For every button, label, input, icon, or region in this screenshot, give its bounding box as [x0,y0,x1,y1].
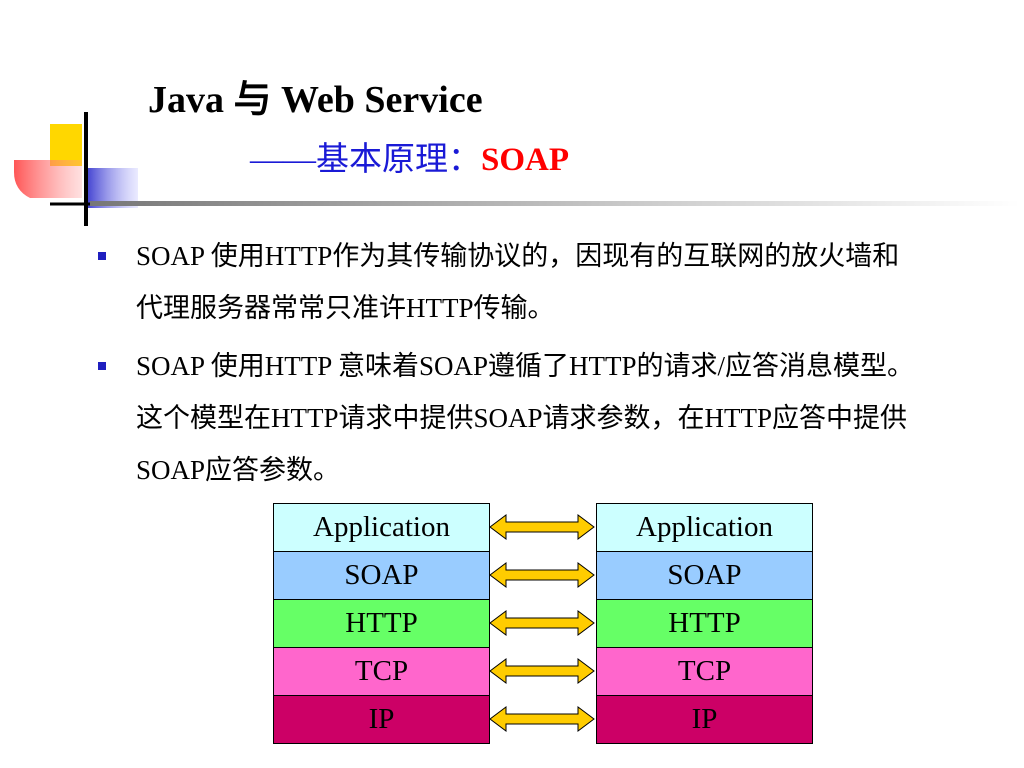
bullet-item: SOAP 使用HTTP作为其传输协议的，因现有的互联网的放火墙和代理服务器常常只… [96,230,926,334]
bullet-list: SOAP 使用HTTP作为其传输协议的，因现有的互联网的放火墙和代理服务器常常只… [96,230,926,502]
bullet-text: SOAP 使用HTTP作为其传输协议的，因现有的互联网的放火墙和代理服务器常常只… [136,241,900,323]
slide-title: Java 与 Web Service [148,79,483,121]
left-protocol-stack: Application SOAP HTTP TCP IP [273,503,490,744]
double-arrow-icon [489,706,595,732]
subtitle-accent: SOAP [481,142,570,178]
left-layer-soap: SOAP [274,552,489,600]
right-protocol-stack: Application SOAP HTTP TCP IP [596,503,813,744]
bullet-item: SOAP 使用HTTP 意味着SOAP遵循了HTTP的请求/应答消息模型。这个模… [96,340,926,496]
right-layer-ip: IP [597,696,812,743]
logo-blue-square [84,168,138,208]
square-bullet-icon [98,252,106,260]
double-arrow-icon [489,610,595,636]
left-layer-ip: IP [274,696,489,743]
right-layer-tcp: TCP [597,648,812,696]
logo-red-square [14,160,82,198]
title-rule [90,201,1020,206]
right-layer-http: HTTP [597,600,812,648]
square-bullet-icon [98,362,106,370]
subtitle-prefix: ——基本原理： [250,142,481,178]
layer-arrows [489,514,595,732]
bullet-text: SOAP 使用HTTP 意味着SOAP遵循了HTTP的请求/应答消息模型。这个模… [136,351,915,485]
right-layer-application: Application [597,504,812,552]
left-layer-application: Application [274,504,489,552]
left-layer-tcp: TCP [274,648,489,696]
slide-subtitle: ——基本原理：SOAP [250,132,569,180]
logo-yellow-square [50,124,82,166]
right-layer-soap: SOAP [597,552,812,600]
double-arrow-icon [489,562,595,588]
double-arrow-icon [489,514,595,540]
double-arrow-icon [489,658,595,684]
left-layer-http: HTTP [274,600,489,648]
